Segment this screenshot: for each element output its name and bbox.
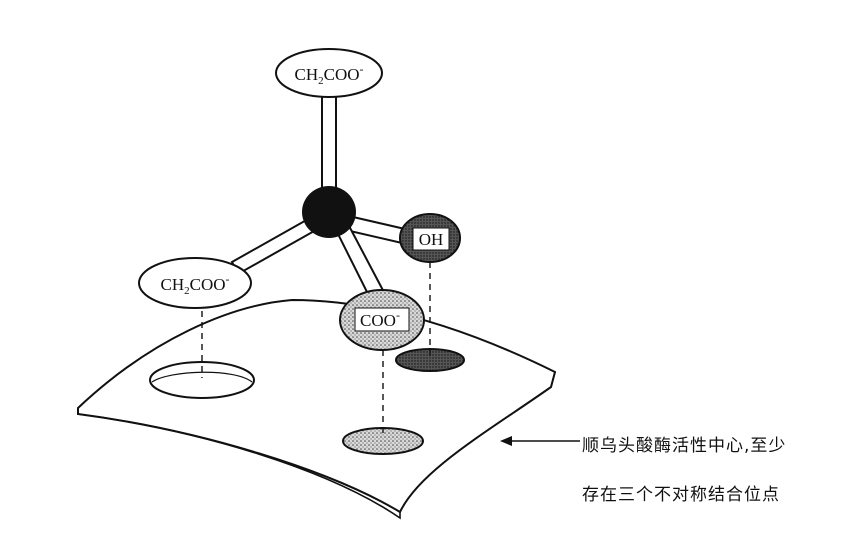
top-ch2coo-group <box>275 48 383 98</box>
caption-line-1: 顺乌头酸酶活性中心,至少 <box>582 436 787 456</box>
central-carbon-atom <box>302 186 356 238</box>
left-group-label: CH2COO- <box>160 272 229 297</box>
pointer-arrow <box>500 436 580 446</box>
left-ch2coo-group <box>138 257 252 309</box>
hydroxyl-label: OH <box>419 230 444 249</box>
binding-site-left <box>149 361 255 399</box>
carboxyl-label: COO- <box>360 308 400 330</box>
top-group-label: CH2COO- <box>294 62 363 87</box>
caption-line-2: 存在三个不对称结合位点 <box>582 485 780 505</box>
enzyme-surface <box>77 298 557 520</box>
binding-site-right <box>395 348 465 372</box>
